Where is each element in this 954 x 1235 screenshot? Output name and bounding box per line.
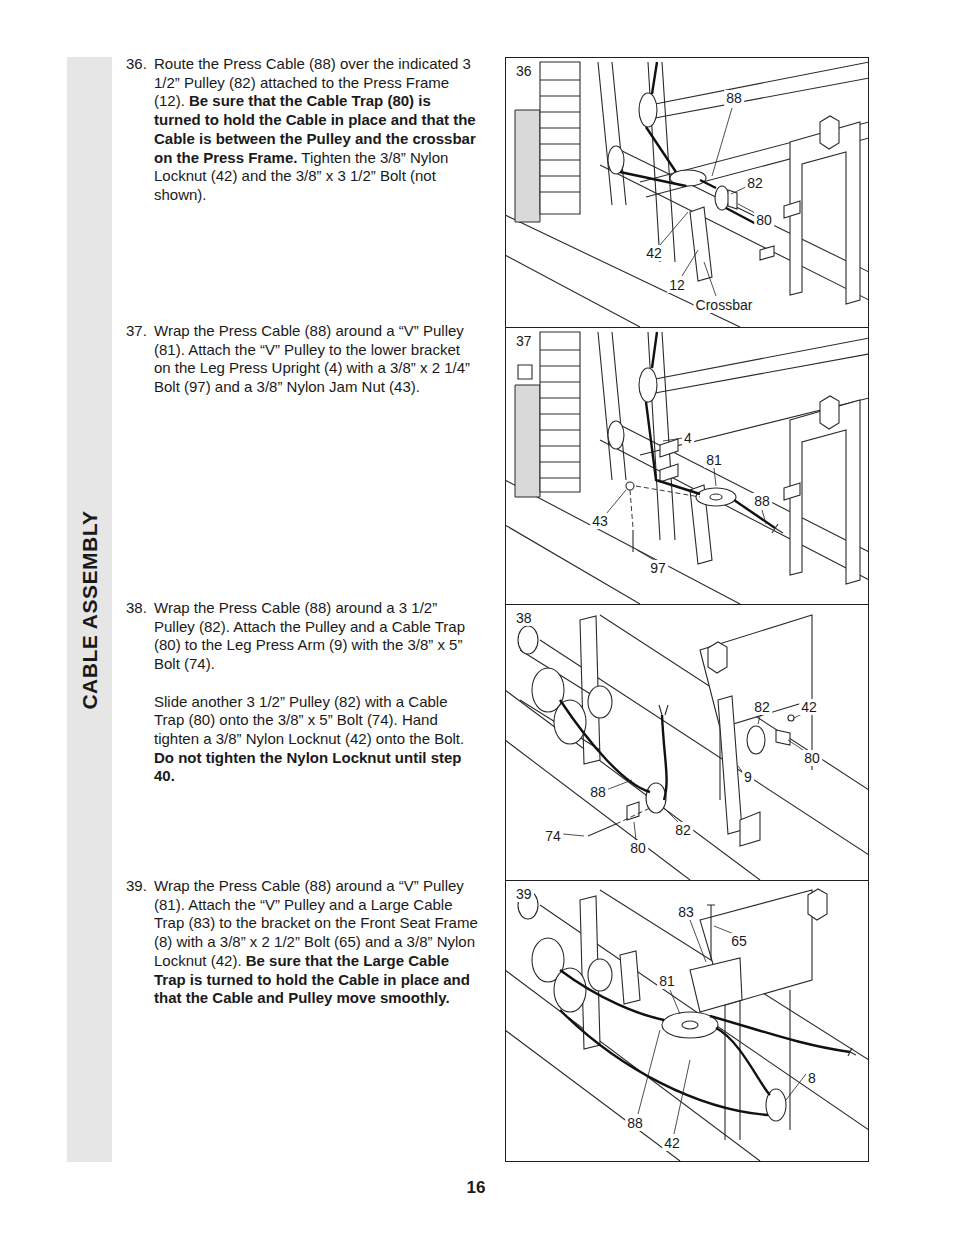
callout-number: 82 [752, 699, 772, 715]
paragraph: Route the Press Cable (88) over the indi… [154, 55, 478, 205]
instruction-text: Slide another 3 1/2” Pulley (82) with a … [154, 693, 464, 747]
step-number: 36. [126, 55, 147, 74]
warning-text: Do not tighten the Nylon Locknut until s… [154, 749, 461, 785]
step-number: 38. [126, 599, 147, 618]
part-name: Crossbar [694, 297, 755, 313]
instruction-text: Wrap the Press Cable (88) around a 3 1/2… [154, 599, 465, 672]
callout-number: 9 [742, 769, 754, 785]
section-title: CABLE ASSEMBLY [78, 510, 102, 709]
callout-number: 81 [657, 973, 677, 989]
callout-number: 83 [676, 904, 696, 920]
section-band: CABLE ASSEMBLY [67, 57, 112, 1162]
callout-number: 97 [648, 560, 668, 576]
step-text: Wrap the Press Cable (88) around a “V” P… [154, 322, 478, 416]
step-36-drawing [506, 62, 868, 327]
callout-number: 88 [724, 90, 744, 106]
callout-number: 80 [802, 750, 822, 766]
callout-number: 42 [662, 1135, 682, 1151]
step-text: Wrap the Press Cable (88) around a 3 1/2… [154, 599, 478, 805]
step-panel: 39 [505, 880, 869, 1162]
page-number: 16 [467, 1178, 486, 1198]
paragraph: Wrap the Press Cable (88) around a 3 1/2… [154, 599, 478, 674]
step-37-drawing [506, 332, 868, 604]
step-text: Route the Press Cable (88) over the indi… [154, 55, 478, 223]
step-panel: 37 [505, 327, 869, 605]
paragraph: Slide another 3 1/2” Pulley (82) with a … [154, 693, 478, 787]
callout-number: 65 [729, 933, 749, 949]
paragraph: Wrap the Press Cable (88) around a “V” P… [154, 322, 478, 397]
callout-number: 80 [754, 212, 774, 228]
callout-number: 80 [628, 840, 648, 856]
callout-number: 88 [752, 493, 772, 509]
step-number: 38 [514, 610, 534, 626]
callout-number: 81 [704, 452, 724, 468]
step-39-drawing [506, 889, 868, 1161]
step-number: 39. [126, 877, 147, 896]
step-number: 37 [514, 333, 534, 349]
step-panel: 36 [505, 57, 869, 328]
callout-number: 12 [667, 277, 687, 293]
instruction-text: Wrap the Press Cable (88) around a “V” P… [154, 322, 470, 395]
step-38-drawing [506, 615, 868, 880]
callout-number: 42 [644, 245, 664, 261]
callout-number: 43 [590, 513, 610, 529]
callout-number: 4 [682, 430, 694, 446]
callout-number: 88 [625, 1115, 645, 1131]
callout-number: 74 [543, 828, 563, 844]
step-text: Wrap the Press Cable (88) around a “V” P… [154, 877, 478, 1027]
callout-number: 82 [673, 822, 693, 838]
callout-number: 82 [745, 175, 765, 191]
callout-number: 88 [588, 784, 608, 800]
step-number: 39 [514, 886, 534, 902]
paragraph: Wrap the Press Cable (88) around a “V” P… [154, 877, 478, 1008]
step-number: 37. [126, 322, 147, 341]
callout-number: 8 [806, 1070, 818, 1086]
step-number: 36 [514, 63, 534, 79]
callout-number: 42 [799, 699, 819, 715]
